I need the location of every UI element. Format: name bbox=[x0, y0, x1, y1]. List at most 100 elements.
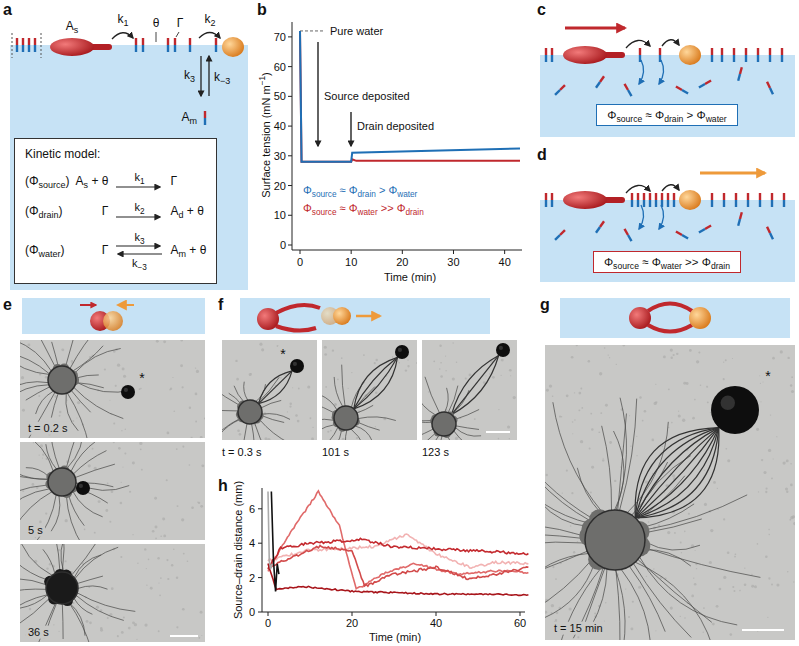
rate-label: k3 bbox=[184, 69, 195, 83]
mechanism-illustration bbox=[540, 28, 795, 137]
line-mark bbox=[12, 33, 13, 58]
filament bbox=[620, 399, 637, 511]
circle-mark bbox=[65, 560, 67, 562]
drain-particle bbox=[222, 37, 244, 57]
circle-mark bbox=[195, 367, 196, 368]
filament bbox=[238, 424, 247, 440]
surfactant-molecule bbox=[175, 38, 176, 52]
line-mark bbox=[723, 193, 725, 200]
surfactant-molecule bbox=[190, 38, 191, 52]
arrow bbox=[208, 56, 209, 96]
filament bbox=[633, 564, 691, 638]
circle-mark bbox=[293, 362, 297, 366]
line-mark bbox=[555, 90, 560, 95]
circle-mark bbox=[166, 479, 168, 481]
sub-mark: water bbox=[706, 114, 727, 124]
rate-constant: k−3 bbox=[132, 257, 147, 269]
circle-mark bbox=[684, 531, 686, 533]
source-particle bbox=[563, 46, 607, 64]
annotation: Source deposited bbox=[324, 90, 410, 103]
circle-mark bbox=[118, 447, 121, 450]
circle-mark bbox=[76, 418, 77, 419]
surfactant-molecule bbox=[644, 193, 645, 207]
circle-mark bbox=[670, 348, 673, 351]
circle-mark bbox=[342, 438, 345, 440]
circle-mark bbox=[144, 548, 146, 550]
circle-mark bbox=[36, 487, 39, 490]
surfactant-molecule bbox=[676, 232, 688, 239]
circle-mark bbox=[696, 568, 697, 569]
sub-mark: source bbox=[39, 180, 66, 190]
panel-b-chart bbox=[288, 22, 522, 254]
arrow bbox=[200, 56, 201, 96]
micrograph bbox=[422, 340, 517, 440]
filament bbox=[222, 408, 238, 411]
line-mark bbox=[649, 200, 651, 207]
circle-mark bbox=[117, 635, 119, 637]
line-mark bbox=[551, 48, 553, 55]
filament bbox=[222, 387, 240, 405]
line-mark bbox=[771, 193, 773, 200]
circle-mark bbox=[49, 563, 51, 565]
circle-mark bbox=[598, 431, 600, 433]
circle-mark bbox=[566, 470, 568, 472]
drain-sphere bbox=[496, 343, 510, 357]
circle-mark bbox=[570, 525, 571, 526]
circle-mark bbox=[594, 612, 596, 614]
filament bbox=[74, 598, 92, 614]
panel-letter: h bbox=[218, 477, 228, 495]
circle-mark bbox=[440, 362, 442, 364]
surfactant-molecule bbox=[712, 193, 713, 207]
circle-mark bbox=[793, 522, 795, 525]
arrow bbox=[356, 315, 380, 318]
tick-label: 40 bbox=[499, 256, 511, 269]
sub-mark: source bbox=[616, 114, 642, 124]
circle-mark bbox=[732, 586, 734, 588]
circle-mark bbox=[124, 453, 126, 455]
circle-mark bbox=[264, 437, 267, 440]
circle-mark bbox=[445, 370, 446, 371]
filament bbox=[75, 547, 118, 578]
sub-mark: m bbox=[190, 116, 198, 126]
filament bbox=[26, 387, 50, 400]
tick-mark bbox=[258, 612, 262, 613]
filament bbox=[222, 419, 240, 435]
circle-mark bbox=[157, 557, 159, 559]
circle-mark bbox=[325, 386, 327, 388]
circle-mark bbox=[655, 384, 656, 385]
circle-mark bbox=[652, 473, 653, 474]
circle-mark bbox=[644, 410, 647, 413]
circle-mark bbox=[771, 478, 773, 480]
circle-mark bbox=[155, 538, 157, 540]
circle-mark bbox=[507, 425, 510, 428]
surfactant-molecule bbox=[552, 193, 553, 207]
circle-mark bbox=[769, 534, 770, 535]
circle-mark bbox=[776, 436, 777, 437]
circle-mark bbox=[573, 551, 575, 553]
equation-term: Ad + θ bbox=[170, 204, 206, 218]
drain-sphere bbox=[711, 386, 759, 434]
surfactant-molecule bbox=[216, 38, 217, 52]
circle-mark bbox=[46, 567, 48, 569]
drain-particle bbox=[679, 190, 701, 210]
line-mark bbox=[167, 45, 169, 52]
line-mark bbox=[204, 111, 206, 118]
circle-mark bbox=[136, 639, 137, 640]
micrograph bbox=[20, 442, 205, 540]
circle-mark bbox=[562, 492, 563, 493]
time-label: 5 s bbox=[26, 524, 45, 537]
filament bbox=[20, 385, 49, 401]
sub-mark: drain bbox=[405, 208, 423, 217]
line-mark bbox=[637, 193, 639, 200]
species-label: Am bbox=[181, 111, 197, 125]
axis-title: Time (min) bbox=[384, 271, 436, 284]
circle-mark bbox=[772, 357, 775, 360]
line-mark bbox=[204, 118, 206, 125]
circle-mark bbox=[117, 363, 120, 366]
circle-mark bbox=[721, 396, 735, 410]
arrow-icon bbox=[114, 213, 164, 221]
filament bbox=[635, 428, 718, 518]
surfactant-molecule bbox=[767, 82, 773, 95]
sub-mark: drain bbox=[711, 261, 730, 271]
filament bbox=[229, 393, 241, 404]
